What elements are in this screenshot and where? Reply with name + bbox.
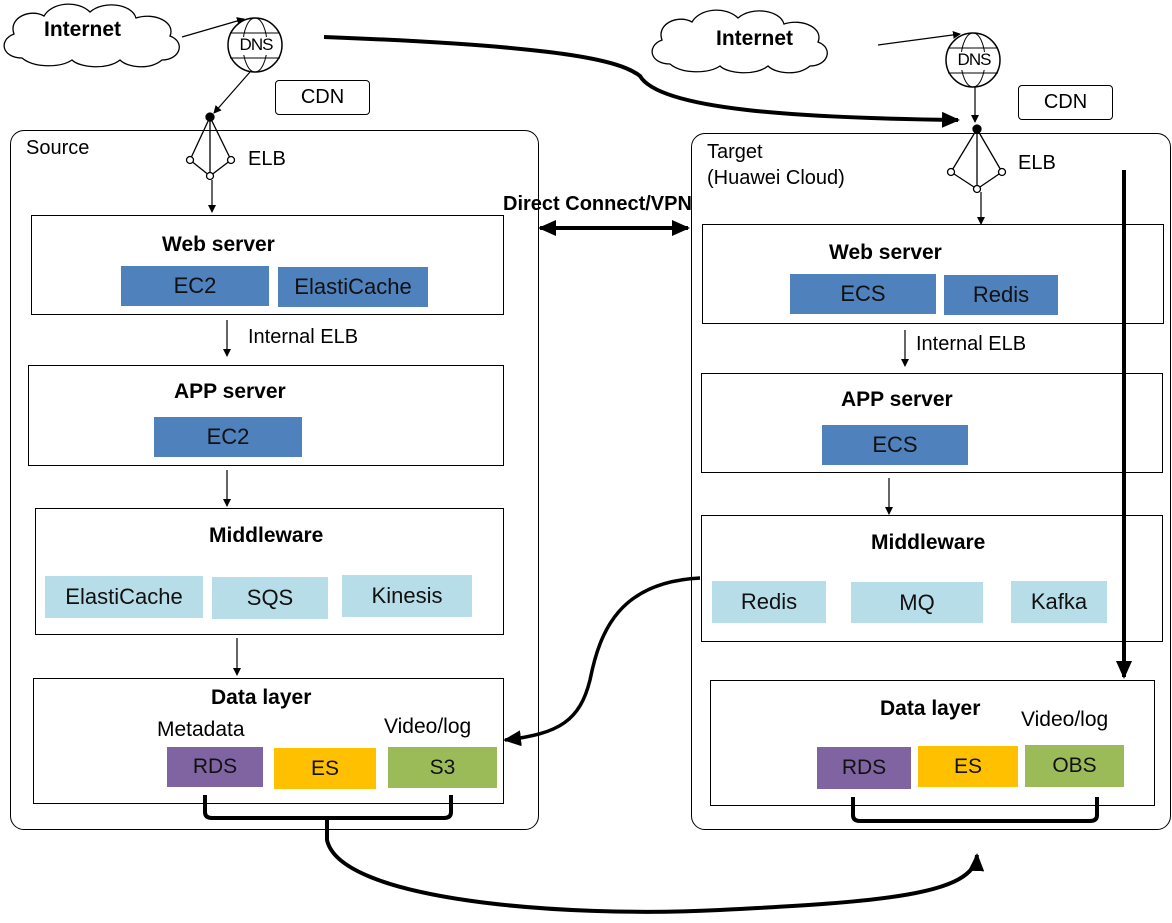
source-data-title: Data layer: [211, 686, 312, 709]
source-app-title: APP server: [174, 380, 286, 403]
source-videolog-label: Video/log: [384, 715, 472, 738]
source-middleware-title: Middleware: [209, 524, 324, 547]
target-app-ecs: ECS: [822, 425, 968, 465]
source-internal-elb-label: Internal ELB: [248, 326, 359, 348]
source-web-title: Web server: [162, 233, 275, 256]
direct-connect-label: Direct Connect/VPN: [503, 193, 692, 215]
target-web-ecs: ECS: [790, 274, 936, 314]
target-dns-globe-icon: [945, 32, 1001, 88]
source-mw-elasticache: ElastiCache: [45, 576, 203, 618]
target-region-sublabel: (Huawei Cloud): [707, 167, 845, 189]
target-internal-elb-label: Internal ELB: [916, 333, 1027, 355]
source-dns-globe-icon: [227, 17, 283, 73]
source-region: [10, 130, 539, 830]
source-mw-sqs: SQS: [212, 577, 328, 619]
source-dns-label: DNS: [239, 35, 274, 54]
source-metadata-label: Metadata: [157, 718, 245, 741]
target-elb-label: ELB: [1018, 152, 1056, 174]
source-internet-cloud-icon: [3, 3, 180, 68]
target-app-title: APP server: [841, 388, 953, 411]
source-elb-label: ELB: [248, 148, 286, 170]
source-mw-kinesis: Kinesis: [342, 575, 472, 617]
target-videolog-label: Video/log: [1021, 708, 1109, 731]
source-app-ec2: EC2: [154, 417, 302, 457]
target-data-title: Data layer: [880, 697, 981, 720]
target-dns-label: DNS: [957, 50, 992, 69]
source-elb-icon: [185, 112, 236, 181]
source-web-elasticache: ElastiCache: [278, 267, 428, 307]
target-data-es: ES: [918, 746, 1018, 787]
source-data-rds: RDS: [167, 747, 263, 787]
target-mw-redis: Redis: [712, 581, 826, 623]
target-web-redis: Redis: [944, 275, 1058, 315]
target-data-obs: OBS: [1025, 745, 1124, 787]
source-data-es: ES: [274, 748, 376, 789]
target-mw-kafka: Kafka: [1011, 581, 1107, 623]
target-cdn-box: CDN: [1018, 85, 1113, 120]
source-web-ec2: EC2: [121, 266, 269, 306]
target-region: [691, 133, 1171, 830]
source-region-label: Source: [26, 137, 90, 159]
target-internet-label: Internet: [716, 27, 794, 50]
target-mw-mq: MQ: [851, 582, 983, 623]
source-internet-label: Internet: [44, 18, 122, 41]
target-elb-icon: [946, 124, 1007, 194]
target-region-label: Target: [707, 141, 763, 163]
target-data-rds: RDS: [817, 747, 911, 789]
target-middleware-title: Middleware: [871, 531, 986, 554]
source-data-s3: S3: [388, 747, 497, 788]
target-internet-cloud-icon: [651, 9, 828, 74]
source-cdn-box: CDN: [275, 80, 370, 115]
target-web-title: Web server: [829, 241, 942, 264]
